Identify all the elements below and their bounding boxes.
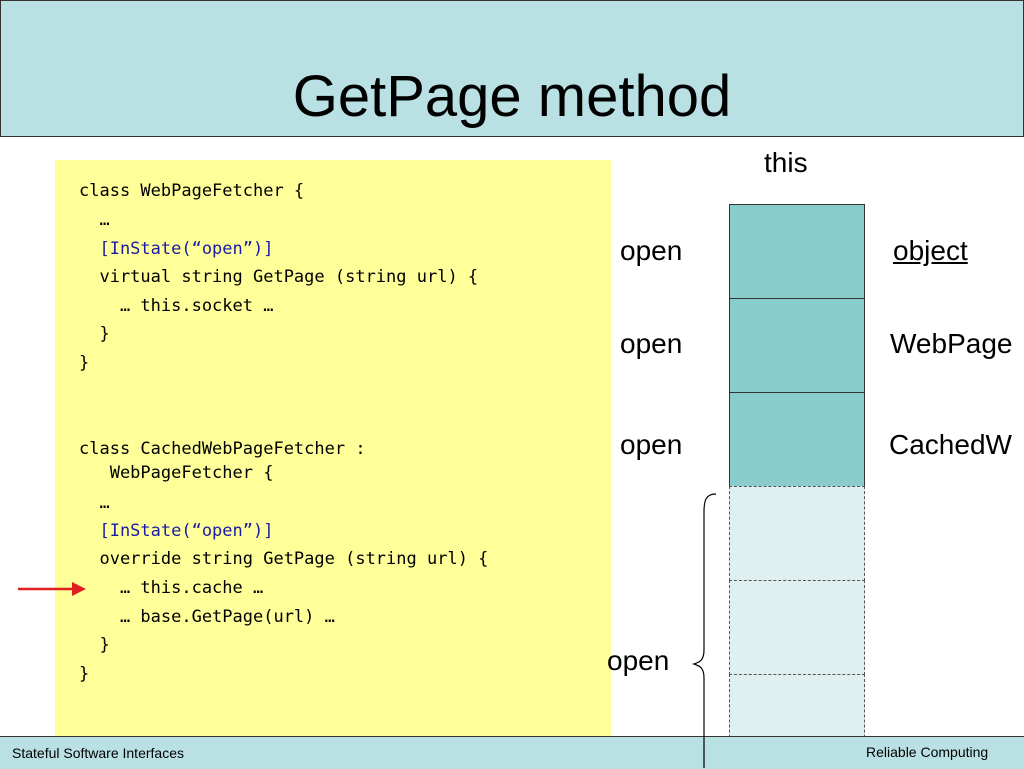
red-arrow-head (72, 582, 86, 596)
code-line: } (79, 353, 90, 373)
state-label-open: open (620, 235, 683, 266)
code-line-attribute: [InState(“open”)] (79, 239, 274, 259)
code-line: virtual string GetPage (string url) { (79, 267, 479, 287)
title-band (0, 0, 1024, 137)
stack-cell-empty (729, 486, 865, 581)
footer-band (0, 736, 1024, 769)
code-line: … (79, 493, 110, 513)
class-label-cached: CachedW (889, 429, 1012, 460)
footer-left: Stateful Software Interfaces (12, 745, 184, 761)
code-line: } (79, 664, 90, 684)
brace-label-open: open (607, 645, 670, 676)
slide-title: GetPage method (292, 64, 732, 129)
code-line: } (79, 635, 110, 655)
code-line: } (79, 324, 110, 344)
state-label-open: open (620, 429, 683, 460)
code-line: class CachedWebPageFetcher : (79, 439, 366, 459)
code-line: WebPageFetcher { (79, 463, 274, 483)
curly-brace (692, 493, 717, 768)
this-label: this (764, 147, 808, 178)
code-line: override string GetPage (string url) { (79, 549, 489, 569)
code-line: … base.GetPage(url) … (79, 607, 335, 627)
code-line: … this.socket … (79, 296, 274, 316)
state-label-open: open (620, 328, 683, 359)
class-label-webpage: WebPage (890, 328, 1013, 359)
code-line: … this.cache … (79, 578, 264, 598)
stack-cell-empty (729, 580, 865, 675)
code-line: … (79, 210, 110, 230)
code-line-attribute: [InState(“open”)] (79, 521, 274, 541)
code-box: class WebPageFetcher { … [InState(“open”… (55, 160, 611, 740)
class-label-object: object (893, 235, 968, 266)
footer-right: Reliable Computing (866, 744, 989, 760)
stack-cell-webpage (729, 298, 865, 393)
code-line: class WebPageFetcher { (79, 181, 305, 201)
